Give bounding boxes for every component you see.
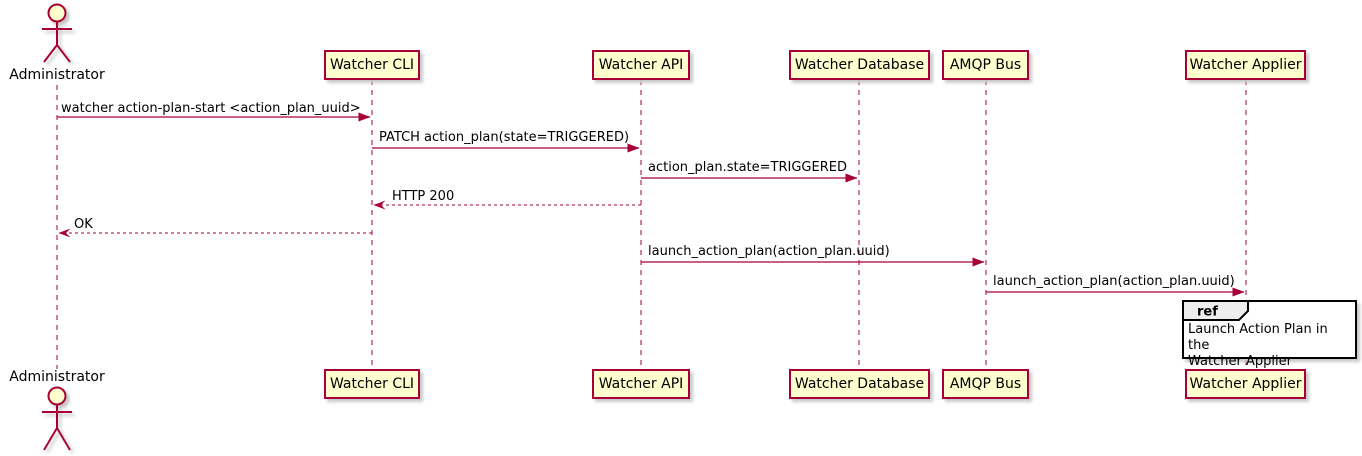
ref-keyword: ref bbox=[1197, 305, 1218, 320]
participant-box-watcher-applier-bottom: Watcher Applier bbox=[1185, 369, 1306, 399]
message-label-4: OK bbox=[74, 217, 93, 232]
participant-box-watcher-api-bottom: Watcher API bbox=[592, 369, 690, 399]
participant-box-watcher-database-top: Watcher Database bbox=[789, 50, 930, 80]
ref-text-line-2: Watcher Applier bbox=[1188, 354, 1292, 369]
actor-label-administrator-top: Administrator bbox=[9, 67, 105, 83]
ref-text: Launch Action Plan in the Watcher Applie… bbox=[1184, 320, 1355, 372]
message-label-3: HTTP 200 bbox=[392, 189, 455, 204]
participant-box-watcher-applier-top: Watcher Applier bbox=[1185, 50, 1306, 80]
message-label-5: launch_action_plan(action_plan.uuid) bbox=[648, 244, 890, 259]
participant-box-amqp-bus-top: AMQP Bus bbox=[942, 50, 1029, 80]
actor-label-administrator-bottom: Administrator bbox=[9, 369, 105, 385]
participant-box-watcher-database-bottom: Watcher Database bbox=[789, 369, 930, 399]
participant-box-watcher-cli-top: Watcher CLI bbox=[324, 50, 420, 80]
message-label-2: action_plan.state=TRIGGERED bbox=[648, 160, 847, 175]
participant-box-watcher-api-top: Watcher API bbox=[592, 50, 690, 80]
actor-administrator-icon-top bbox=[42, 3, 72, 63]
participant-box-amqp-bus-bottom: AMQP Bus bbox=[942, 369, 1029, 399]
ref-text-line-1: Launch Action Plan in the bbox=[1188, 322, 1328, 353]
message-label-0: watcher action-plan-start <action_plan_u… bbox=[61, 101, 361, 116]
ref-tab: ref bbox=[1182, 300, 1249, 321]
ref-fragment: ref Launch Action Plan in the Watcher Ap… bbox=[1182, 300, 1357, 369]
message-label-1: PATCH action_plan(state=TRIGGERED) bbox=[379, 130, 630, 145]
participant-box-watcher-cli-bottom: Watcher CLI bbox=[324, 369, 420, 399]
message-label-6: launch_action_plan(action_plan.uuid) bbox=[993, 274, 1235, 289]
actor-administrator-icon-bottom bbox=[42, 386, 72, 451]
